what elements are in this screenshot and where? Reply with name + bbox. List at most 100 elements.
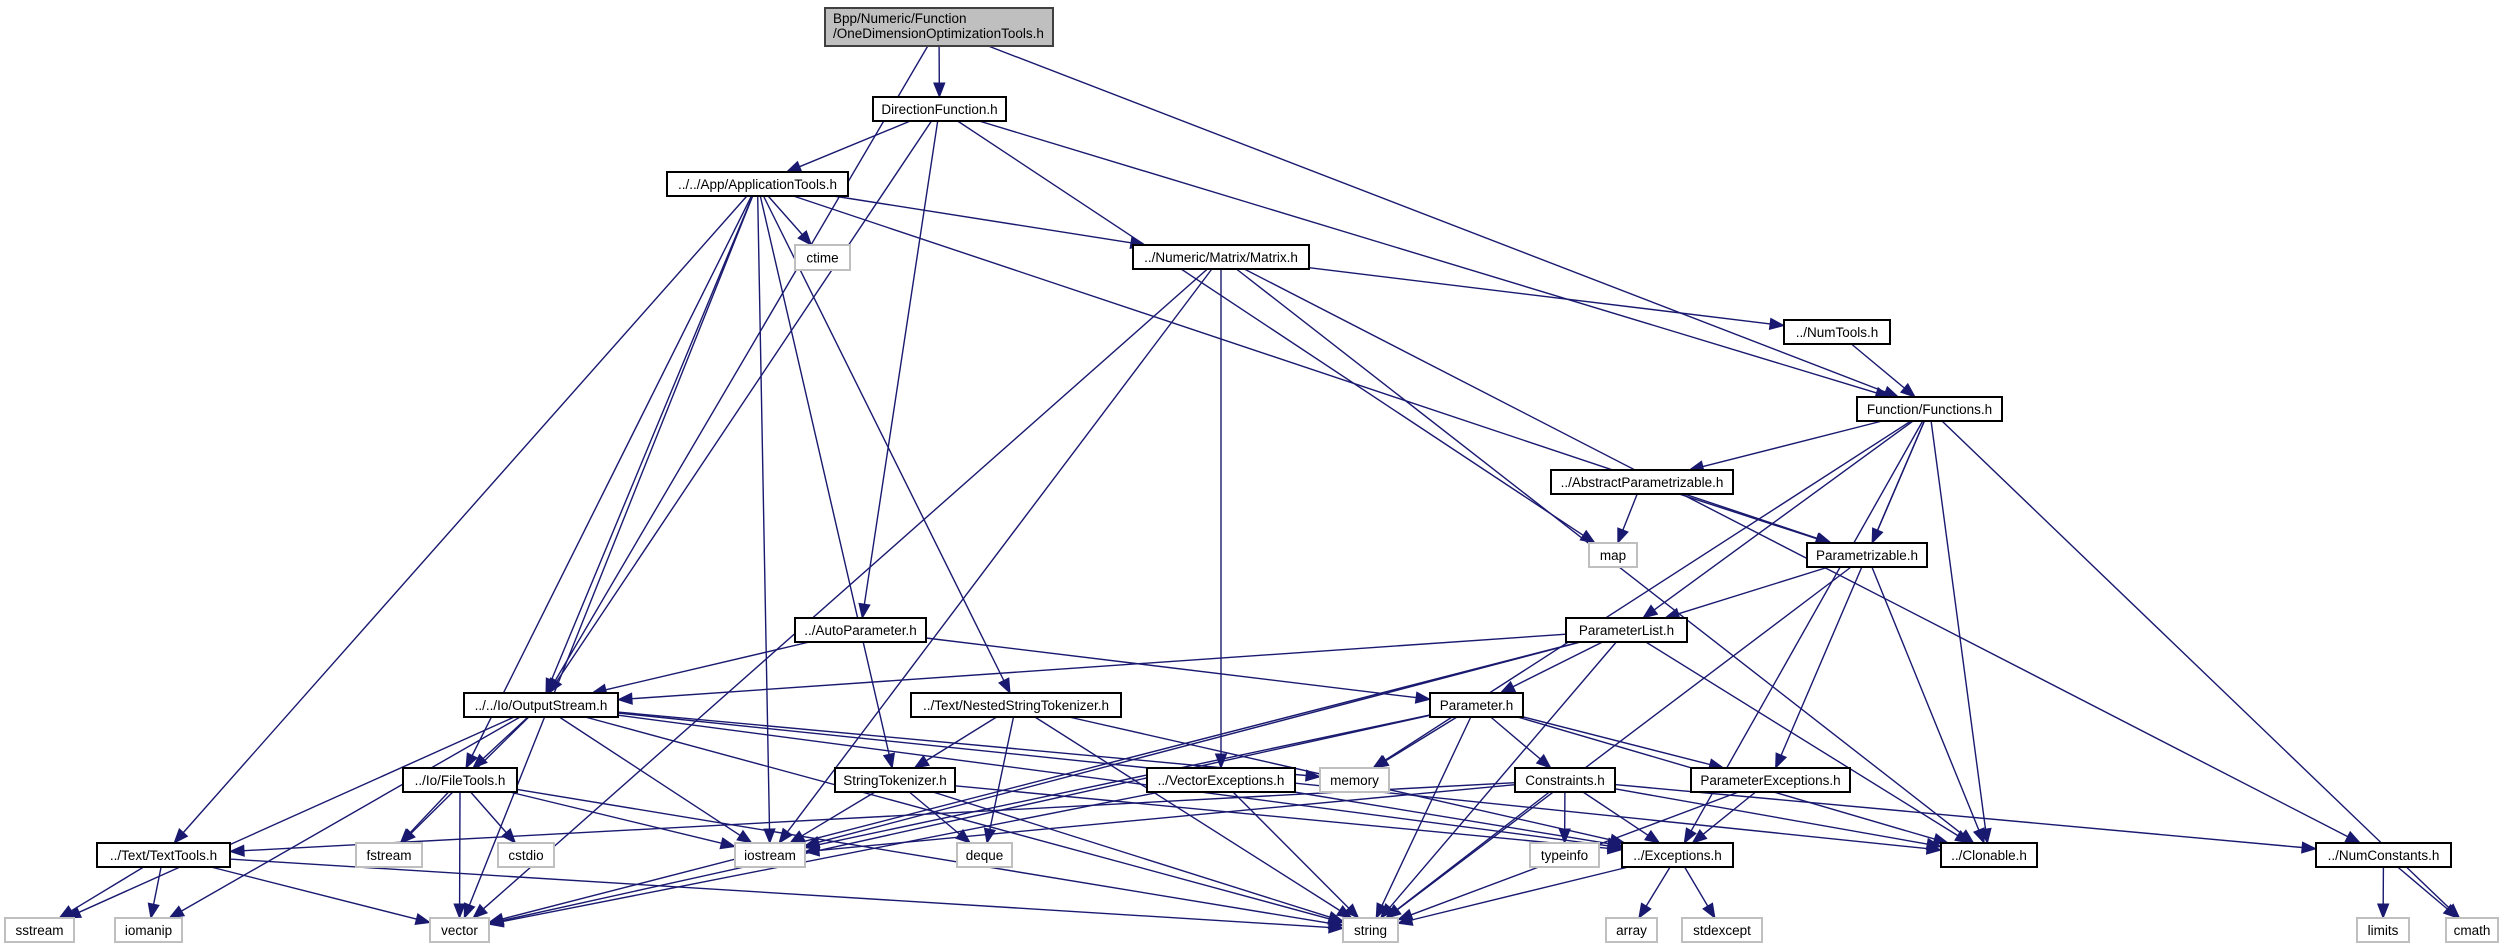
node-application-tools[interactable]: ../../App/ApplicationTools.h <box>666 171 849 197</box>
node-label: array <box>1616 923 1647 938</box>
node-vector-exceptions[interactable]: ../VectorExceptions.h <box>1146 767 1296 793</box>
node-label: ../Text/NestedStringTokenizer.h <box>923 698 1109 713</box>
node-box <box>834 767 956 793</box>
arrowhead-icon <box>545 677 558 695</box>
edge-line <box>833 195 1132 244</box>
edge-NestedStringTokenizer-to-string <box>1034 716 1353 919</box>
edge-Parameter-to-string <box>1375 716 1472 920</box>
edge-Parametrizable-to-ParameterList <box>1663 566 1829 620</box>
edge-Exceptions-to-string <box>1396 866 1629 926</box>
arrowhead-icon <box>2442 903 2459 919</box>
node-box <box>666 171 849 197</box>
edge-ParameterExceptions-to-Exceptions <box>1691 791 1757 844</box>
arrowhead-icon <box>1617 527 1629 545</box>
edge-Constraints-to-iostream <box>803 784 1516 857</box>
edge-line <box>631 633 1567 700</box>
edge-line <box>210 866 417 920</box>
edge-DirectionFunction-to-OutputStream <box>548 120 933 695</box>
node-text-tools[interactable]: ../Text/TextTools.h <box>96 842 231 868</box>
arrowhead-icon <box>983 827 997 845</box>
node-box <box>1529 842 1600 868</box>
node-nested-string-tokenizer[interactable]: ../Text/NestedStringTokenizer.h <box>910 692 1122 718</box>
node-box <box>1565 617 1688 643</box>
arrowhead-icon <box>1638 902 1652 920</box>
edge-root-to-Functions <box>988 45 1900 398</box>
node-matrix[interactable]: ../Numeric/Matrix/Matrix.h <box>1132 244 1310 270</box>
edge-line <box>978 120 1877 394</box>
edge-ApplicationTools-to-StringTokenizer <box>759 195 896 770</box>
arrowhead-icon <box>719 837 737 850</box>
node-box <box>1690 767 1851 793</box>
edge-line <box>1871 566 1980 831</box>
node-box <box>1342 917 1399 943</box>
arrowhead-icon <box>913 755 931 769</box>
node-label: cmath <box>2454 923 2491 938</box>
node-limits: limits <box>2356 917 2410 943</box>
node-parametrizable[interactable]: Parametrizable.h <box>1806 542 1928 568</box>
arrowhead-icon <box>1606 837 1624 850</box>
arrowhead-icon <box>1579 529 1597 544</box>
edge-Matrix-to-vector <box>472 268 1208 919</box>
edge-line <box>1683 866 1709 907</box>
node-constraints[interactable]: Constraints.h <box>1514 767 1616 793</box>
node-box <box>1605 917 1658 943</box>
edge-Functions-to-Clonable <box>1930 420 1992 845</box>
edge-OutputStream-to-iostream <box>558 716 753 844</box>
arrowhead-icon <box>1768 317 1786 330</box>
node-label: ../NumTools.h <box>1796 325 1879 340</box>
node-functions[interactable]: Function/Functions.h <box>1856 396 2003 422</box>
edge-line <box>483 268 1208 910</box>
node-exceptions[interactable]: ../Exceptions.h <box>1621 842 1734 868</box>
edge-line <box>1034 716 1341 912</box>
node-label: ParameterList.h <box>1579 623 1674 638</box>
node-num-tools[interactable]: ../NumTools.h <box>1783 319 1891 345</box>
node-label: /OneDimensionOptimizationTools.h <box>833 26 1044 41</box>
node-box <box>956 842 1013 868</box>
arrowhead-icon <box>1691 829 1708 844</box>
edge-line <box>1385 716 1458 762</box>
node-num-constants[interactable]: ../NumConstants.h <box>2315 842 2452 868</box>
node-box <box>96 842 231 868</box>
edge-ApplicationTools-to-NestedStringTokenizer <box>762 195 1011 695</box>
edge-line <box>908 791 960 835</box>
node-label: limits <box>2368 923 2399 938</box>
edge-StringTokenizer-to-string <box>932 791 1345 923</box>
node-parameter-exceptions[interactable]: ParameterExceptions.h <box>1690 767 1851 793</box>
node-box <box>1319 767 1390 793</box>
node-box <box>1146 767 1296 793</box>
node-output-stream[interactable]: ../../Io/OutputStream.h <box>463 692 619 718</box>
node-label: memory <box>1330 773 1379 788</box>
node-vector: vector <box>429 917 490 943</box>
arrowhead-icon <box>1683 827 1697 845</box>
arrowhead-icon <box>472 903 489 919</box>
node-parameter[interactable]: Parameter.h <box>1429 692 1524 718</box>
arrowhead-icon <box>463 902 476 920</box>
edge-Constraints-to-TextTools <box>228 782 1516 857</box>
node-label: stdexcept <box>1693 923 1751 938</box>
edge-line <box>1411 866 1629 921</box>
arrowhead-icon <box>778 827 793 845</box>
edge-line <box>516 788 1330 924</box>
node-parameter-list[interactable]: ParameterList.h <box>1565 617 1688 643</box>
node-file-tools[interactable]: ../Io/FileTools.h <box>402 767 518 793</box>
edge-TextTools-to-iomanip <box>147 866 162 920</box>
edge-line <box>229 858 1330 929</box>
edge-NumConstants-to-cmath <box>2397 866 2459 919</box>
node-abstract-parametrizable[interactable]: ../AbstractParametrizable.h <box>1550 469 1734 495</box>
arrowhead-icon <box>616 692 633 705</box>
node-auto-parameter[interactable]: ../AutoParameter.h <box>794 617 927 643</box>
edge-line <box>954 785 1609 849</box>
node-box <box>4 917 75 943</box>
node-deque: deque <box>956 842 1013 868</box>
node-direction-function[interactable]: DirectionFunction.h <box>872 96 1007 122</box>
edge-line <box>1381 716 1472 906</box>
node-clonable[interactable]: ../Clonable.h <box>1940 842 2038 868</box>
node-string-tokenizer[interactable]: StringTokenizer.h <box>834 767 956 793</box>
node-label: ../Io/FileTools.h <box>415 773 506 788</box>
edge-Matrix-to-VectorExceptions <box>1214 269 1228 770</box>
edge-root-to-DirectionFunction <box>933 45 946 99</box>
edge-Matrix-to-NumConstants <box>1243 268 2362 844</box>
edge-OutputStream-to-FileTools <box>471 716 529 769</box>
node-box <box>1588 542 1638 568</box>
arrowhead-icon <box>1954 830 1971 844</box>
